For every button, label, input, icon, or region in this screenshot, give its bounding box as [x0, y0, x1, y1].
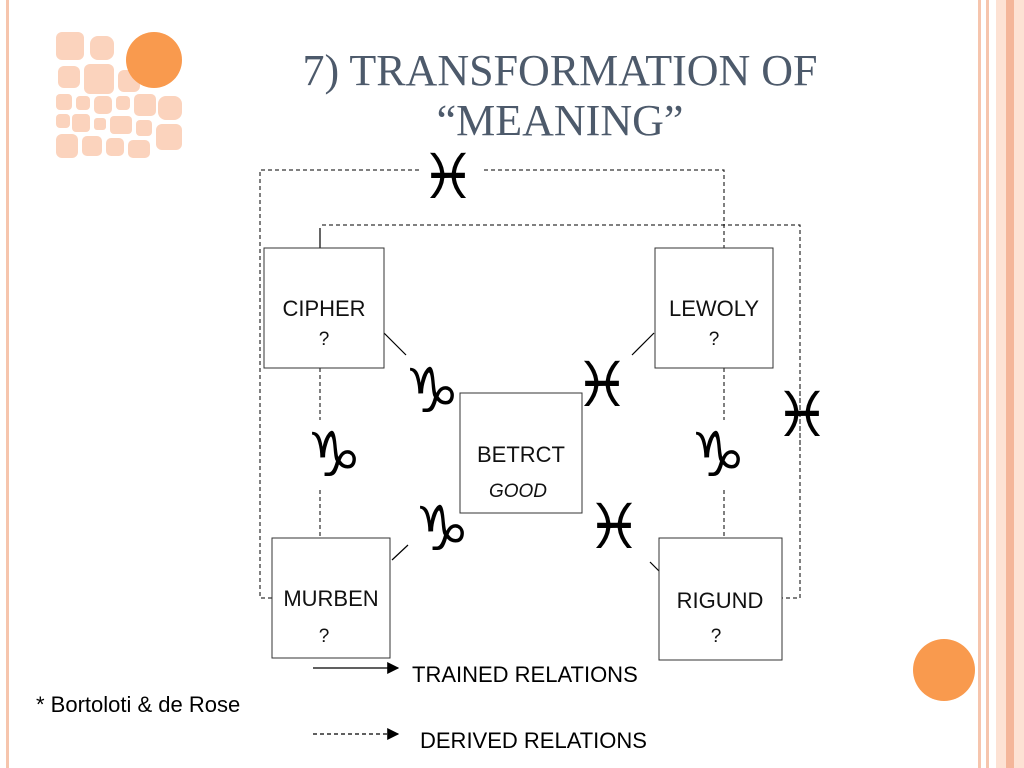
- box-betrct: BETRCT GOOD: [459, 392, 583, 514]
- left-border-stripe: [6, 0, 9, 768]
- box-rigund: RIGUND ?: [658, 537, 783, 661]
- box-murben-value: ?: [319, 626, 330, 647]
- box-murben-name: MURBEN: [283, 586, 378, 611]
- slide-title: 7) TRANSFORMATION OF “MEANING”: [240, 46, 880, 146]
- legend-derived-label: DERIVED RELATIONS: [420, 728, 647, 753]
- pisces-symbol-lower-right: ♓: [586, 490, 642, 563]
- box-murben: MURBEN ?: [271, 537, 391, 659]
- capricorn-symbol-lower-left: ♑: [414, 492, 470, 565]
- derived-vertical-links: [319, 368, 725, 538]
- box-betrct-name: BETRCT: [477, 442, 565, 467]
- footnote-citation: * Bortoloti & de Rose: [36, 692, 241, 717]
- box-rigund-name: RIGUND: [677, 588, 764, 613]
- title-line-1: 7) TRANSFORMATION OF: [302, 46, 818, 95]
- box-betrct-value: GOOD: [489, 481, 547, 502]
- logo-orange-circle: [126, 32, 182, 88]
- title-line-2: “MEANING”: [436, 96, 684, 145]
- derived-outer-frame: [259, 169, 801, 599]
- decorative-tile-logo: [56, 32, 182, 158]
- pisces-symbol-top: ♓: [420, 140, 476, 213]
- box-lewoly-value: ?: [709, 329, 720, 350]
- stripe-4: [1006, 0, 1014, 768]
- box-lewoly-name: LEWOLY: [669, 296, 759, 321]
- box-cipher-value: ?: [319, 329, 330, 350]
- pisces-symbol-upper-right: ♓: [574, 348, 630, 421]
- pisces-symbol-right: ♓: [774, 378, 830, 451]
- box-lewoly: LEWOLY ?: [654, 247, 774, 369]
- stripe-2: [986, 0, 989, 768]
- decorative-orange-circle: [913, 639, 975, 701]
- right-border-stripes: [978, 0, 1024, 768]
- capricorn-symbol-left: ♑: [306, 418, 362, 491]
- stripe-3: [996, 0, 1006, 768]
- box-cipher: CIPHER ?: [263, 247, 385, 369]
- trained-links: [319, 228, 661, 573]
- box-rigund-value: ?: [711, 626, 722, 647]
- stripe-1: [978, 0, 981, 768]
- capricorn-symbol-upper-left: ♑: [404, 354, 460, 427]
- stripe-5: [1014, 0, 1024, 768]
- capricorn-symbol-right: ♑: [690, 418, 746, 491]
- box-cipher-name: CIPHER: [282, 296, 365, 321]
- legend-trained-label: TRAINED RELATIONS: [412, 662, 638, 687]
